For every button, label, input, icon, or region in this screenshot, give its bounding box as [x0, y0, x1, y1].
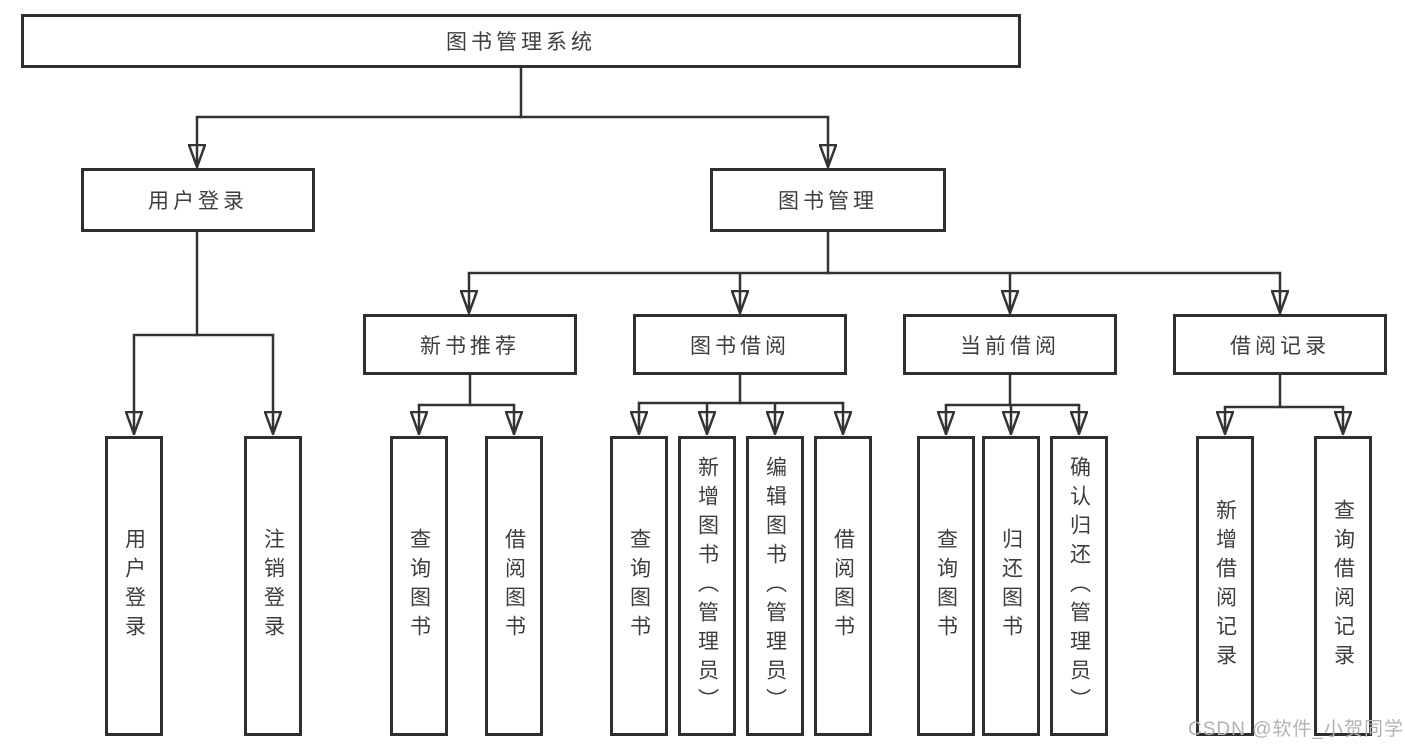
node-current-borrow: 当前借阅: [903, 314, 1117, 375]
leaf-confirm-return-admin-label: 确认归还（管理员）: [1067, 455, 1091, 717]
leaf-return-book-label: 归还图书: [999, 528, 1023, 644]
node-library-system: 图书管理系统: [21, 14, 1021, 68]
leaf-query-books-recommend: 查询图书: [390, 436, 448, 736]
node-new-book-recommend-label: 新书推荐: [420, 334, 520, 358]
leaf-query-books-current-label: 查询图书: [934, 528, 958, 644]
node-current-borrow-label: 当前借阅: [960, 334, 1060, 358]
leaf-logout: 注销登录: [244, 436, 302, 736]
node-library-system-label: 图书管理系统: [446, 31, 596, 54]
node-user-login: 用户登录: [81, 168, 315, 232]
leaf-borrow-books-recommend-label: 借阅图书: [502, 528, 526, 644]
leaf-query-books-borrow: 查询图书: [610, 436, 668, 736]
leaf-borrow-books-borrow: 借阅图书: [814, 436, 872, 736]
leaf-add-borrow-record: 新增借阅记录: [1196, 436, 1254, 736]
leaf-user-login-label: 用户登录: [122, 528, 146, 644]
watermark: CSDN @软件_小贺同学: [1188, 719, 1404, 740]
leaf-confirm-return-admin: 确认归还（管理员）: [1050, 436, 1108, 736]
node-new-book-recommend: 新书推荐: [363, 314, 577, 375]
leaf-add-book-admin-label: 新增图书（管理员）: [695, 455, 719, 717]
leaf-add-book-admin: 新增图书（管理员）: [678, 436, 736, 736]
node-book-management-label: 图书管理: [778, 190, 878, 213]
leaf-edit-book-admin: 编辑图书（管理员）: [746, 436, 804, 736]
node-borrow-records: 借阅记录: [1173, 314, 1387, 375]
leaf-query-borrow-record: 查询借阅记录: [1314, 436, 1372, 736]
leaf-borrow-books-borrow-label: 借阅图书: [831, 528, 855, 644]
node-book-borrow-label: 图书借阅: [690, 334, 790, 358]
node-user-login-label: 用户登录: [148, 190, 248, 213]
leaf-query-books-recommend-label: 查询图书: [407, 528, 431, 644]
leaf-query-borrow-record-label: 查询借阅记录: [1331, 499, 1355, 673]
leaf-user-login: 用户登录: [105, 436, 163, 736]
leaf-return-book: 归还图书: [982, 436, 1040, 736]
leaf-borrow-books-recommend: 借阅图书: [485, 436, 543, 736]
leaf-query-books-current: 查询图书: [917, 436, 975, 736]
leaf-edit-book-admin-label: 编辑图书（管理员）: [763, 455, 787, 717]
node-book-borrow: 图书借阅: [633, 314, 847, 375]
leaf-logout-label: 注销登录: [261, 528, 285, 644]
leaf-query-books-borrow-label: 查询图书: [627, 528, 651, 644]
leaf-add-borrow-record-label: 新增借阅记录: [1213, 499, 1237, 673]
node-borrow-records-label: 借阅记录: [1230, 334, 1330, 358]
node-book-management: 图书管理: [710, 168, 946, 232]
